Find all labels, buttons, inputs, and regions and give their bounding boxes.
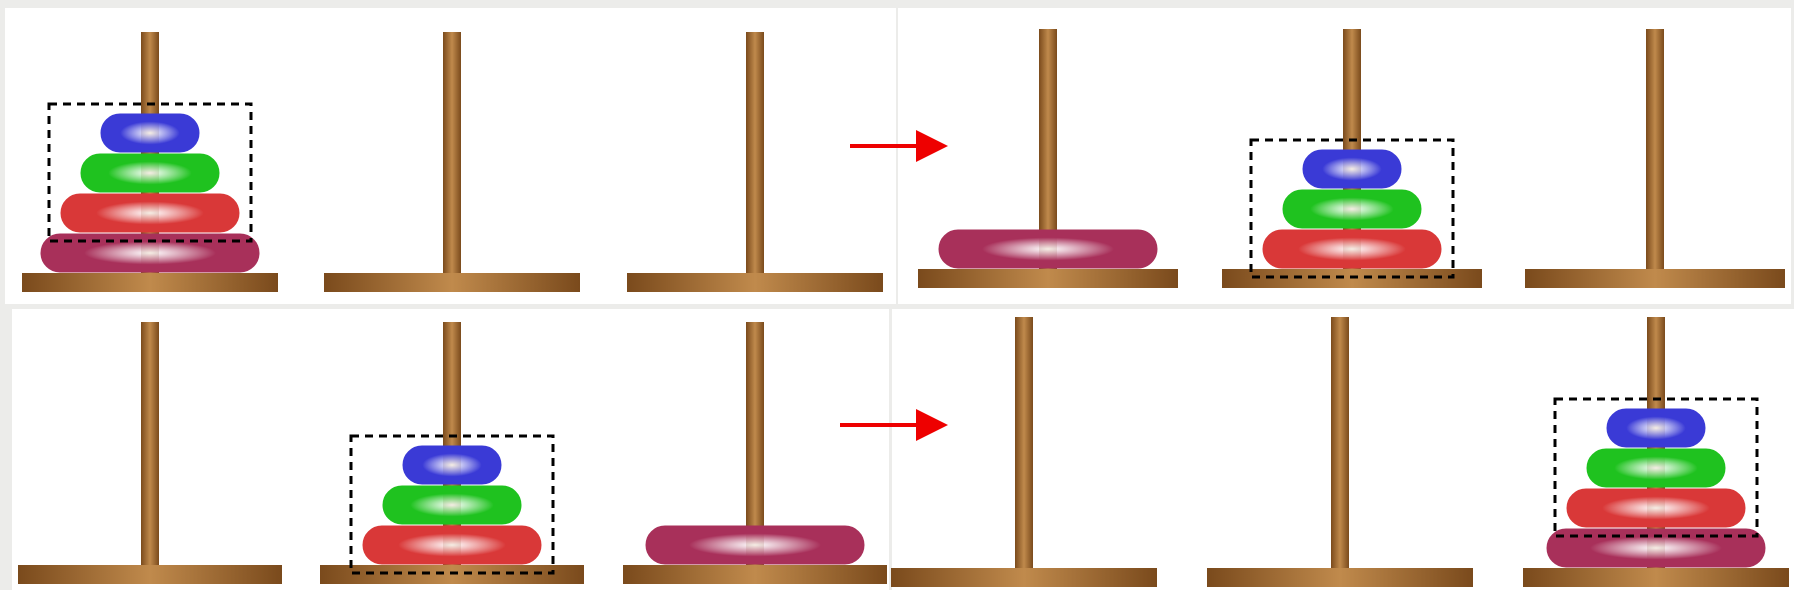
peg-base	[891, 568, 1157, 587]
peg-rod	[1039, 29, 1057, 269]
disk-size-4	[40, 233, 260, 273]
peg-base	[22, 273, 278, 292]
peg-base	[18, 565, 282, 584]
disk-size-3	[60, 193, 240, 233]
panel-top-left	[5, 8, 896, 304]
peg-rod	[141, 322, 159, 565]
highlight-box	[1553, 397, 1759, 538]
highlight-box	[1249, 138, 1455, 279]
disk-size-4	[645, 525, 865, 565]
peg-base	[1525, 269, 1785, 288]
disk-size-2	[382, 485, 522, 525]
peg-rod	[1331, 317, 1349, 568]
peg-rod	[1015, 317, 1033, 568]
peg-base	[918, 269, 1178, 288]
disk-size-3	[1566, 488, 1746, 528]
disk-size-1	[1606, 408, 1706, 448]
disk-size-4	[1546, 528, 1766, 568]
peg-base	[324, 273, 580, 292]
disk-size-4	[938, 229, 1158, 269]
disk-size-2	[1586, 448, 1726, 488]
arrows-layer	[840, 130, 948, 441]
highlight-box	[47, 102, 253, 243]
peg-base	[1523, 568, 1789, 587]
peg-rod	[1646, 29, 1664, 269]
panel-top-right	[898, 8, 1791, 304]
panel-bottom-right	[891, 309, 1794, 590]
disk-size-1	[1302, 149, 1402, 189]
disk-size-1	[402, 445, 502, 485]
highlight-box	[349, 434, 555, 575]
peg-base	[623, 565, 887, 584]
peg-rod	[746, 322, 764, 565]
disk-size-3	[362, 525, 542, 565]
peg-base	[627, 273, 883, 292]
disk-size-1	[100, 113, 200, 153]
peg-rod	[746, 32, 764, 273]
disk-size-2	[1282, 189, 1422, 229]
peg-base	[1207, 568, 1473, 587]
panel-bottom-left	[12, 309, 889, 590]
panels-layer	[5, 8, 1794, 590]
disk-size-3	[1262, 229, 1442, 269]
disk-size-2	[80, 153, 220, 193]
peg-rod	[443, 32, 461, 273]
